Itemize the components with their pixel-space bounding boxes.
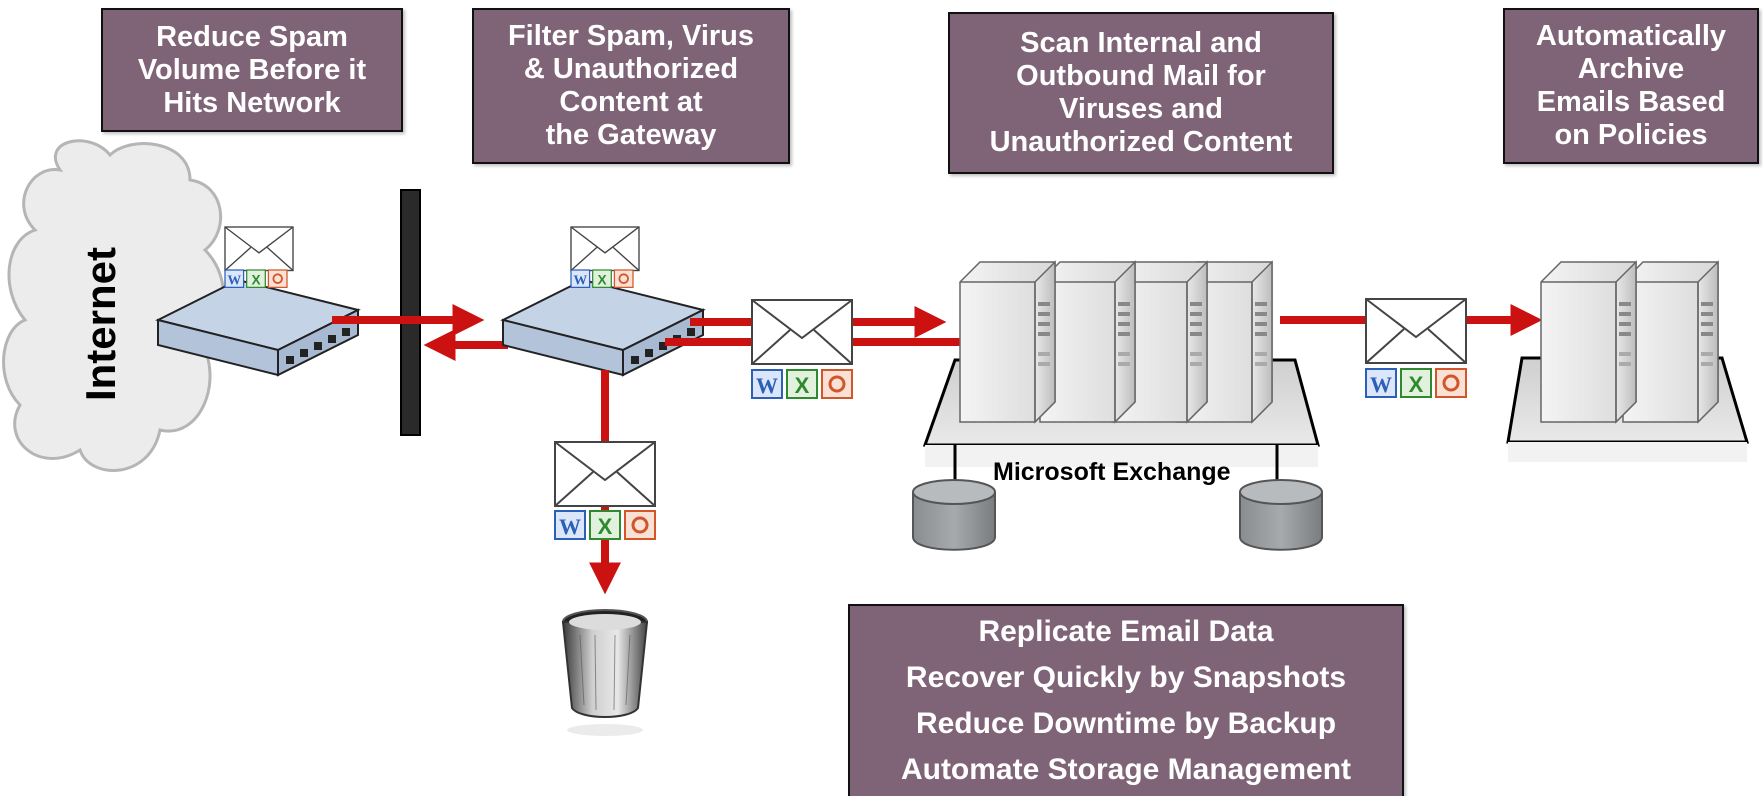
trash-can-icon [561, 609, 649, 736]
callout-reduce-spam: Reduce Spam Volume Before it Hits Networ… [101, 8, 403, 132]
envelope-icon [224, 226, 294, 272]
document-icons [553, 509, 657, 541]
envelope-icon [554, 441, 656, 507]
callout-internal-scan: Scan Internal and Outbound Mail for Viru… [948, 12, 1334, 174]
envelope-icon [570, 226, 640, 272]
internet-label: Internet [77, 247, 124, 402]
envelope-icon [1365, 298, 1467, 364]
gateway-switch-icon [502, 279, 704, 376]
database-icon [1239, 479, 1323, 551]
envelope-icon [751, 299, 853, 365]
document-icons [224, 269, 288, 289]
callout-archive: Automatically Archive Emails Based on Po… [1503, 8, 1759, 164]
document-icons [750, 368, 854, 400]
document-icons [1364, 367, 1468, 399]
firewall-icon [400, 189, 421, 436]
database-icon [912, 479, 996, 551]
server-icon [959, 261, 1056, 423]
exchange-label: Microsoft Exchange [993, 458, 1231, 486]
server-icon [1622, 261, 1719, 423]
server-icon [1540, 261, 1637, 423]
exchange-servers [959, 261, 1273, 423]
cloud-icon [2, 139, 225, 472]
callout-storage-management: Replicate Email Data Recover Quickly by … [848, 604, 1404, 796]
document-icons [570, 269, 634, 289]
archive-servers [1540, 261, 1719, 423]
callout-gateway-filter: Filter Spam, Virus & Unauthorized Conten… [472, 8, 790, 164]
